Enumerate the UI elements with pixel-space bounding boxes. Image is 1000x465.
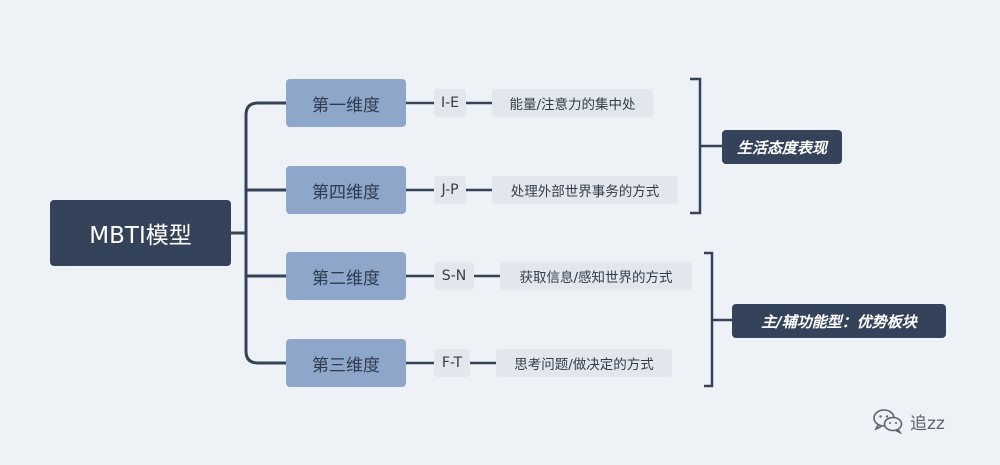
watermark: 追zz	[872, 404, 945, 438]
dimension-node-2: 第四维度	[286, 166, 406, 214]
dimension-node-3: 第二维度	[286, 252, 406, 300]
summary-upper: 生活态度表现	[722, 130, 842, 164]
dimension-node-4: 第三维度	[286, 339, 406, 387]
description-node-3: 获取信息/感知世界的方式	[500, 262, 692, 290]
code-node-3: S-N	[434, 262, 474, 290]
trunk-connector	[244, 101, 288, 365]
code-node-2: J-P	[434, 176, 466, 204]
wechat-icon	[873, 409, 903, 434]
summary-lower: 主/辅功能型：优势板块	[732, 304, 946, 338]
code-node-4: F-T	[434, 349, 470, 377]
watermark-text: 追zz	[910, 413, 945, 434]
description-node-4: 思考问题/做决定的方式	[496, 349, 672, 377]
bracket-upper	[690, 77, 702, 215]
description-node-2: 处理外部世界事务的方式	[492, 176, 678, 204]
dimension-node-1: 第一维度	[286, 79, 406, 127]
bracket-lower	[704, 251, 714, 388]
code-node-1: I-E	[434, 89, 466, 117]
description-node-1: 能量/注意力的集中处	[492, 89, 653, 117]
root-node: MBTI模型	[50, 200, 231, 266]
